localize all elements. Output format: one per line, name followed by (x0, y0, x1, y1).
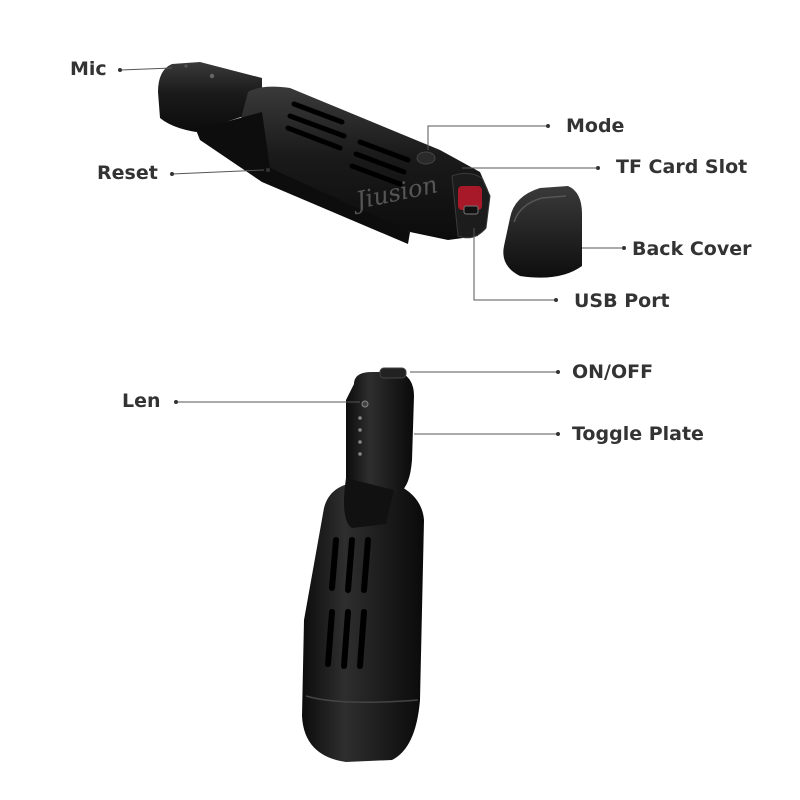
pen-body (346, 372, 414, 498)
leader-dots (118, 68, 626, 436)
usb-port-label: USB Port (574, 290, 670, 312)
grille-vertical (325, 537, 371, 669)
tf-card-slot-label: TF Card Slot (616, 156, 748, 178)
grille (285, 101, 411, 187)
reset-leader (171, 169, 265, 175)
mic-hole (209, 73, 215, 79)
camera-pen-horizontal: Jiusion (158, 62, 491, 244)
tf-card-slot (458, 186, 482, 210)
mic-leader (119, 67, 173, 71)
mic-label: Mic (70, 58, 107, 80)
usb-port (463, 205, 479, 215)
back-cover-label: Back Cover (632, 238, 752, 260)
mode-leader (427, 125, 548, 150)
back-cover (503, 186, 582, 278)
clip (196, 112, 410, 244)
on-off-button (379, 367, 407, 379)
on-off-label: ON/OFF (572, 361, 654, 383)
reset-hole (266, 168, 270, 172)
mode-label: Mode (566, 115, 625, 137)
toggle-plate-label: Toggle Plate (572, 423, 704, 445)
device-body (237, 86, 488, 241)
mode-button (416, 151, 436, 165)
len-label: Len (122, 390, 161, 412)
usb-port-leader (473, 228, 556, 301)
lens (361, 400, 369, 408)
camera-pen-vertical (302, 367, 424, 762)
leader-lines (119, 67, 624, 435)
mic-end (158, 62, 262, 132)
reset-label: Reset (97, 162, 158, 184)
